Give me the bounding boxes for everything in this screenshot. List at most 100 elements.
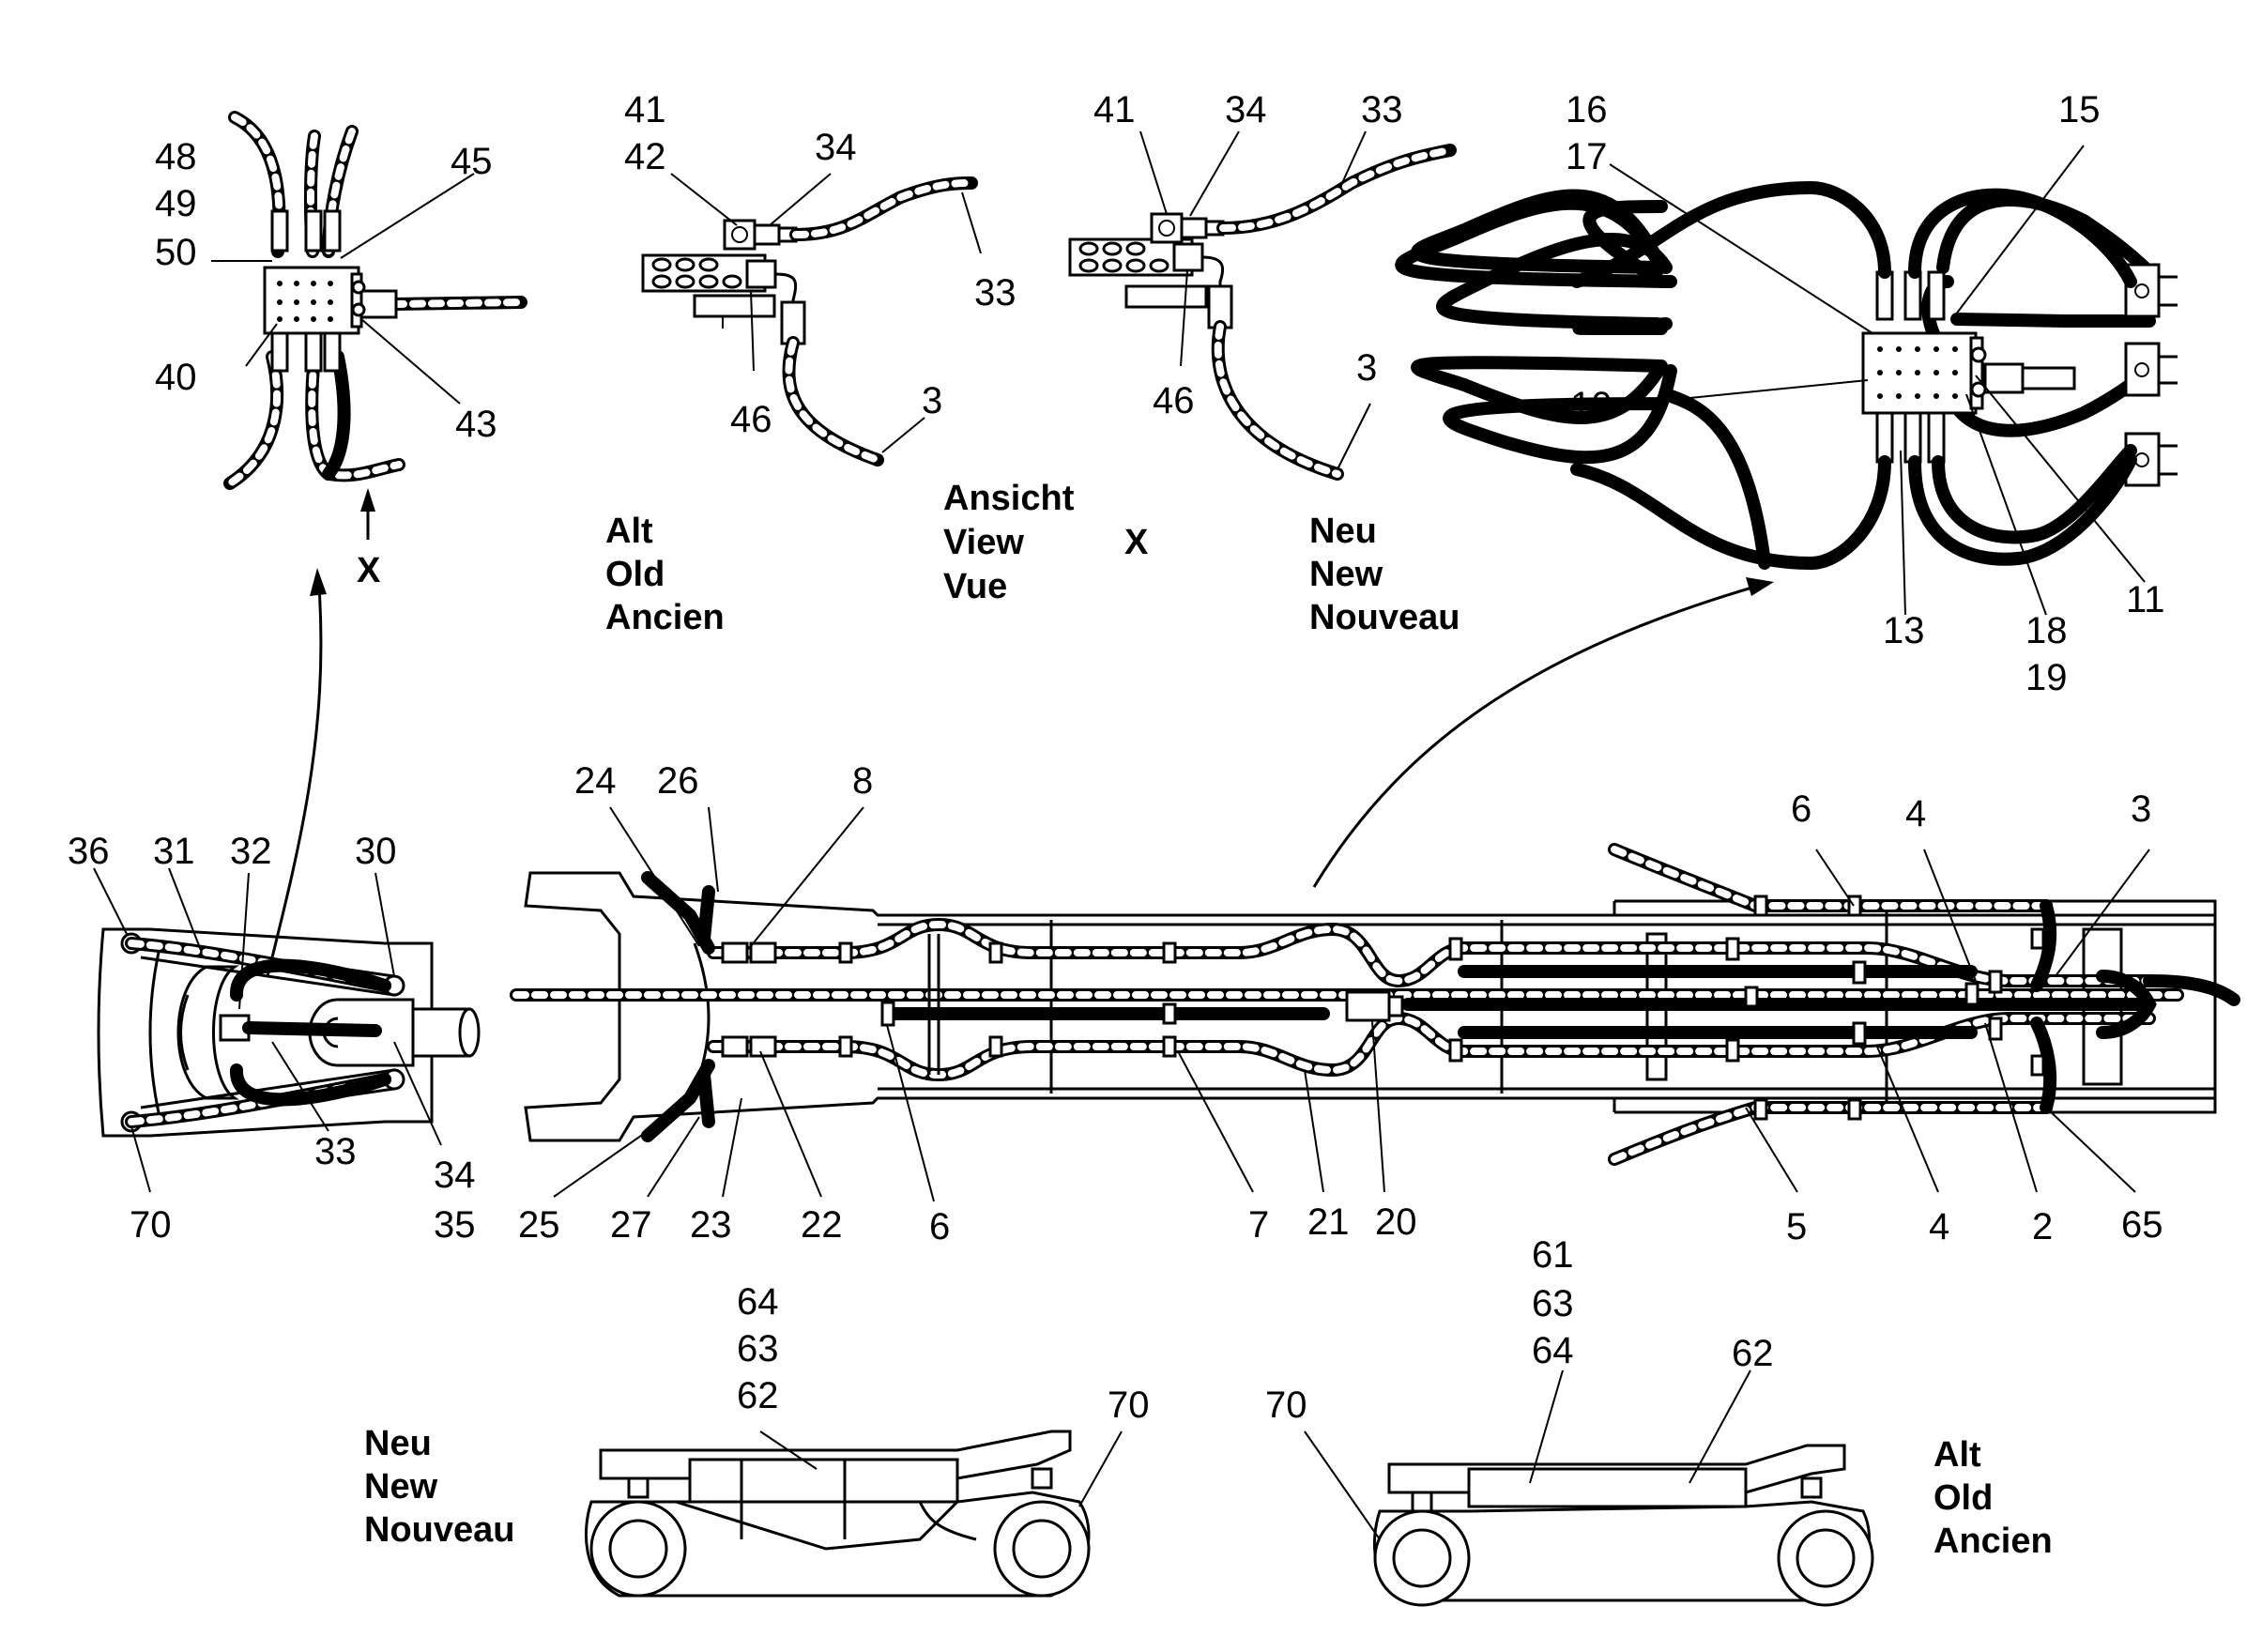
caption-line: Ancien	[1933, 1522, 2053, 1561]
callout-4: 4	[1929, 1206, 1949, 1247]
detail-manifold	[1395, 145, 2178, 616]
callout-2: 2	[2032, 1206, 2053, 1247]
caption-old-top: Alt Old Ancien	[605, 512, 725, 637]
callout-35: 35	[434, 1204, 476, 1246]
callout-4: 4	[1905, 793, 1926, 834]
callouts-boom-head: 36 31 32 30 33 70 34 35	[68, 831, 476, 1246]
caption-line: View	[943, 523, 1024, 562]
callout-33: 33	[974, 272, 1016, 314]
detail-side-old	[1304, 1369, 1874, 1607]
caption-line: Old	[605, 555, 665, 594]
callout-3: 3	[1356, 347, 1377, 389]
callout-62: 62	[737, 1375, 779, 1416]
callout-33: 33	[314, 1131, 357, 1172]
callout-24: 24	[574, 760, 617, 802]
caption-line: Vue	[943, 567, 1007, 606]
callout-64: 64	[737, 1281, 779, 1323]
callout-63: 63	[737, 1328, 779, 1369]
callouts-side-old: 61 63 64 62 70	[1265, 1234, 1774, 1426]
callout-70: 70	[1108, 1384, 1150, 1426]
callout-49: 49	[155, 183, 197, 224]
callout-6: 6	[1791, 788, 1811, 830]
callout-70: 70	[1265, 1384, 1307, 1426]
callout-25: 25	[518, 1204, 560, 1246]
callouts-boom-plan-bottom: 25 27 23 22 6 7 21 20 5 4 2 65	[518, 1201, 2163, 1247]
detail-distributor-block	[211, 111, 527, 540]
view-letter-distributor: X	[357, 551, 381, 590]
callout-43: 43	[455, 404, 497, 445]
detail-boom-head	[93, 867, 481, 1193]
detail-valve-old	[641, 173, 982, 467]
callout-70: 70	[130, 1204, 172, 1246]
callout-18: 18	[2025, 610, 2068, 651]
callouts-boom-plan-top: 24 26 8 6 4 3	[574, 760, 2151, 834]
callout-3: 3	[922, 380, 942, 421]
callout-7: 7	[1248, 1204, 1269, 1246]
caption-view: Ansicht View Vue X	[943, 479, 1149, 606]
callout-36: 36	[68, 831, 110, 872]
callout-13: 13	[1883, 610, 1925, 651]
caption-line: Alt	[1933, 1435, 1981, 1475]
callout-15: 15	[2058, 89, 2101, 130]
detail-valve-new	[1068, 130, 1457, 481]
callout-17: 17	[1566, 136, 1608, 177]
caption-line: Nouveau	[364, 1510, 514, 1550]
callouts-distributor: 48 49 50 45 40 43 X	[155, 136, 497, 590]
callout-16: 16	[1566, 89, 1608, 130]
caption-line: Alt	[605, 512, 653, 551]
callout-11: 11	[2126, 579, 2165, 620]
caption-line: Neu	[1309, 512, 1377, 551]
caption-line: Ancien	[605, 598, 725, 637]
callout-34: 34	[815, 127, 857, 168]
callout-20: 20	[1375, 1201, 1417, 1243]
arrowhead-distributor	[310, 568, 327, 596]
callout-23: 23	[690, 1204, 732, 1246]
callout-22: 22	[801, 1204, 843, 1246]
callout-27: 27	[610, 1204, 652, 1246]
callout-32: 32	[230, 831, 272, 872]
callout-5: 5	[1786, 1206, 1807, 1247]
arrow-to-detail-distributor	[266, 586, 323, 977]
caption-line: New	[1309, 555, 1383, 594]
detail-side-new	[584, 1430, 1123, 1598]
view-letter: X	[1124, 523, 1149, 562]
callout-26: 26	[657, 760, 699, 802]
callout-40: 40	[155, 357, 197, 398]
callout-30: 30	[355, 831, 397, 872]
caption-new-top: Neu New Nouveau	[1309, 512, 1460, 637]
callout-45: 45	[451, 141, 493, 182]
arrowhead-manifold	[1746, 577, 1774, 596]
callout-34: 34	[434, 1155, 476, 1196]
caption-old-bottom: Alt Old Ancien	[1933, 1435, 2053, 1561]
callouts-valve-new: 41 34 33 46 3	[1093, 89, 1403, 421]
callouts-valve-old: 41 42 34 33 46 3	[624, 89, 1016, 440]
caption-line: New	[364, 1467, 438, 1507]
callout-64: 64	[1532, 1330, 1574, 1371]
callout-50: 50	[155, 232, 197, 273]
caption-line: Ansicht	[943, 479, 1075, 518]
callout-46: 46	[730, 399, 772, 440]
callout-41: 41	[624, 89, 666, 130]
callout-63: 63	[1532, 1283, 1574, 1324]
caption-line: Neu	[364, 1424, 432, 1463]
callout-21: 21	[1307, 1201, 1350, 1243]
callout-48: 48	[155, 136, 197, 177]
callout-33: 33	[1361, 89, 1403, 130]
callout-19: 19	[2025, 657, 2068, 698]
caption-line: Nouveau	[1309, 598, 1460, 637]
callout-62: 62	[1732, 1333, 1774, 1374]
callouts-manifold: 16 17 15 10 13 18 19 11	[1566, 89, 2165, 698]
callouts-side-new: 64 63 62 70	[737, 1281, 1150, 1426]
arrow-to-detail-manifold	[1312, 585, 1756, 888]
detail-boom-plan	[510, 806, 2240, 1202]
caption-line: Old	[1933, 1478, 1993, 1518]
callout-34: 34	[1225, 89, 1267, 130]
callout-41: 41	[1093, 89, 1136, 130]
callout-3: 3	[2131, 788, 2151, 830]
callout-6: 6	[929, 1206, 950, 1247]
callout-42: 42	[624, 136, 666, 177]
callout-31: 31	[153, 831, 195, 872]
callout-61: 61	[1532, 1234, 1574, 1276]
callout-10: 10	[1570, 385, 1612, 426]
